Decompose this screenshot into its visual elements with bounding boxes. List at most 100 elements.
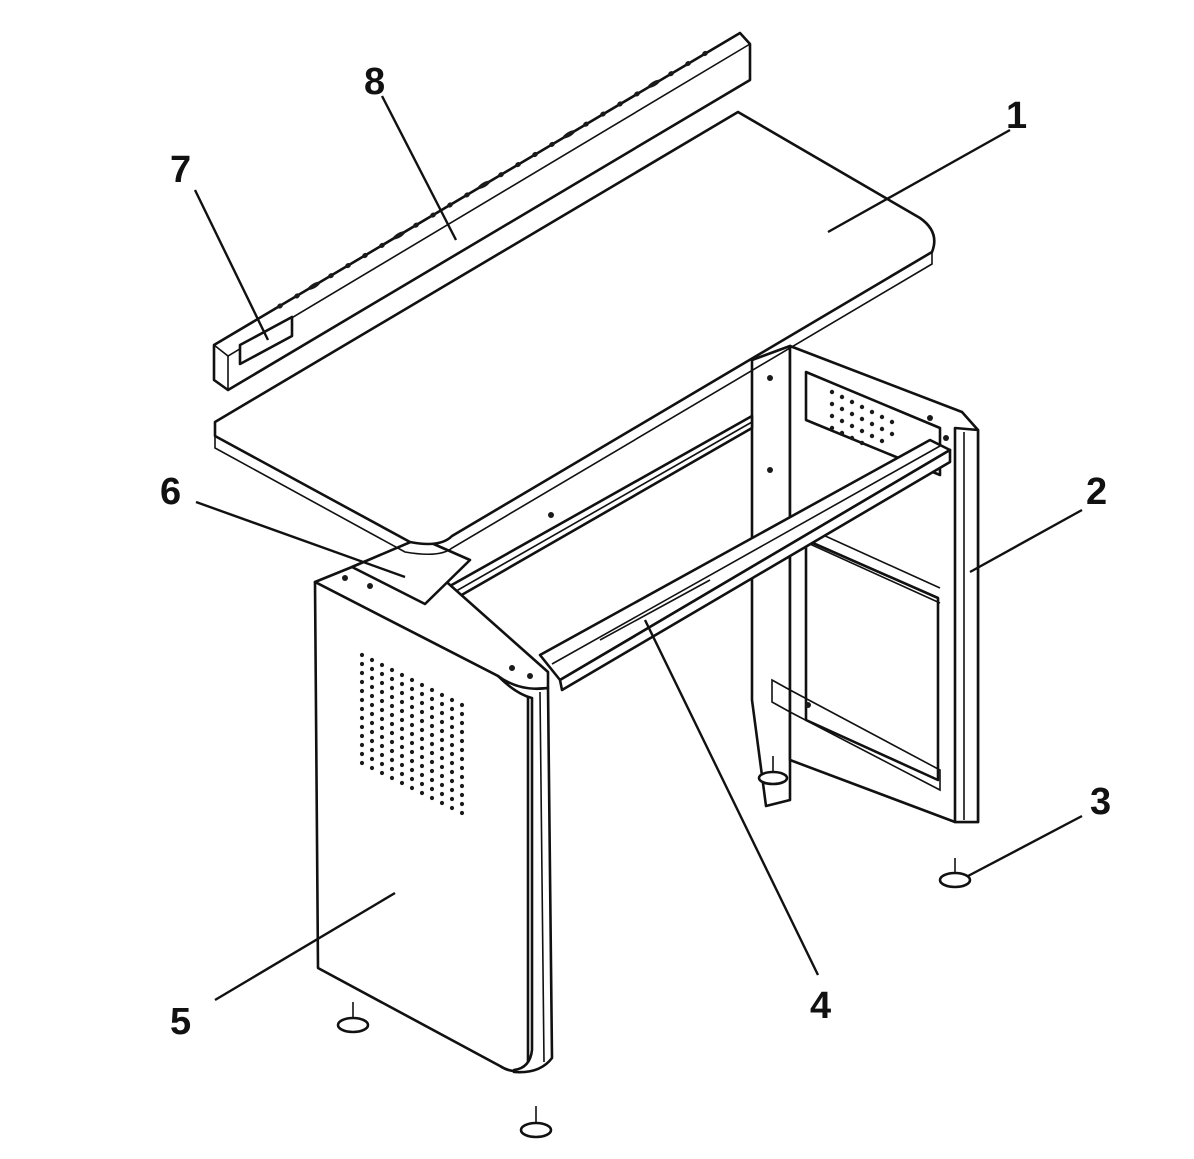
perforation-hole: [369, 657, 375, 663]
callout-1: 1: [1006, 95, 1027, 137]
rail-hole: [549, 141, 555, 147]
rail-hole: [617, 101, 623, 107]
perforation-hole: [449, 796, 455, 802]
perforation-hole: [379, 680, 385, 686]
perforation-hole: [399, 708, 405, 714]
rail-hole: [392, 231, 406, 240]
perforation-hole: [379, 743, 385, 749]
perforation-hole: [399, 780, 405, 786]
left-cabinet-panel: [313, 543, 554, 1074]
perforation-hole: [429, 795, 435, 801]
perforation-hole: [379, 671, 385, 677]
perforation-hole: [409, 758, 415, 764]
perforation-hole: [359, 697, 365, 703]
rail-hole: [477, 180, 491, 189]
cross-beam: [423, 414, 952, 692]
rail-hole: [447, 202, 453, 208]
perforation-hole: [369, 675, 375, 681]
perforation-hole: [439, 800, 445, 806]
perforation-hole: [439, 755, 445, 761]
perforation-hole: [379, 662, 385, 668]
perforation-hole: [439, 746, 445, 752]
perforation-hole: [409, 677, 415, 683]
perforation-hole: [439, 710, 445, 716]
perforation-hole: [409, 767, 415, 773]
perforation-hole: [409, 749, 415, 755]
perforation-hole: [429, 687, 435, 693]
perforation-hole: [429, 723, 435, 729]
perforation-hole: [419, 727, 425, 733]
rail-hole: [413, 222, 419, 228]
perforation-hole: [449, 760, 455, 766]
perforation-hole: [429, 696, 435, 702]
leader-lines: [193, 95, 1083, 1002]
perforation-hole: [459, 702, 465, 708]
perforation-hole: [379, 752, 385, 758]
perforation-hole: [409, 704, 415, 710]
rail-hole: [532, 151, 538, 158]
rail-hole: [685, 61, 691, 67]
perforation-hole: [379, 698, 385, 704]
perforation-hole: [439, 791, 445, 797]
perforation-hole: [359, 670, 365, 676]
perforation-hole: [449, 706, 455, 712]
perforation-hole: [419, 691, 425, 697]
rail-hole: [294, 293, 300, 299]
perforation-hole: [459, 756, 465, 762]
perforation-hole: [429, 705, 435, 711]
perforation-hole: [359, 679, 365, 685]
perforation-hole: [369, 702, 375, 708]
perforation-hole: [369, 693, 375, 699]
perforation-hole: [409, 722, 415, 728]
perforation-hole: [459, 711, 465, 717]
perforation-hole: [369, 765, 375, 771]
perforation-hole: [389, 667, 395, 673]
perforation-hole: [369, 747, 375, 753]
perforation-hole: [389, 730, 395, 736]
perforation-hole: [389, 721, 395, 727]
perforation-hole: [389, 748, 395, 754]
perforation-hole: [359, 724, 365, 730]
perforation-hole: [379, 770, 385, 776]
perforation-hole: [439, 719, 445, 725]
perforation-hole: [389, 712, 395, 718]
perforation-hole: [409, 785, 415, 791]
callout-6: 6: [160, 471, 181, 513]
perforation-hole: [449, 724, 455, 730]
perforation-hole: [359, 688, 365, 694]
rail-hole: [430, 212, 436, 218]
callout-5: 5: [170, 1001, 191, 1043]
perforation-hole: [359, 751, 365, 757]
perforation-hole: [389, 766, 395, 772]
perforation-hole: [419, 700, 425, 706]
perforation-hole: [399, 771, 405, 777]
right-leg-frame: [750, 344, 980, 824]
rail-hole: [668, 71, 674, 77]
perforation-hole: [379, 716, 385, 722]
rail-hole: [562, 130, 576, 139]
perforation-hole: [419, 745, 425, 751]
perforation-hole: [429, 714, 435, 720]
perforation-hole: [359, 733, 365, 739]
perforation-hole: [359, 661, 365, 667]
perforation-hole: [399, 735, 405, 741]
rail-hole: [498, 172, 504, 178]
perforation-hole: [429, 741, 435, 747]
perforation-hole: [389, 694, 395, 700]
perforation-hole: [399, 753, 405, 759]
perforation-hole: [409, 695, 415, 701]
perforation-hole: [419, 736, 425, 742]
perforation-hole: [389, 703, 395, 709]
perforation-hole: [419, 709, 425, 715]
perforation-hole: [459, 738, 465, 744]
perforation-hole: [409, 740, 415, 746]
rail-hole: [600, 111, 606, 117]
perforation-hole: [429, 732, 435, 738]
perforation-hole: [399, 762, 405, 768]
perforation-hole: [379, 734, 385, 740]
perforation-hole: [379, 761, 385, 767]
perforation-hole: [449, 742, 455, 748]
callout-7: 7: [170, 149, 191, 191]
perforation-hole: [419, 790, 425, 796]
